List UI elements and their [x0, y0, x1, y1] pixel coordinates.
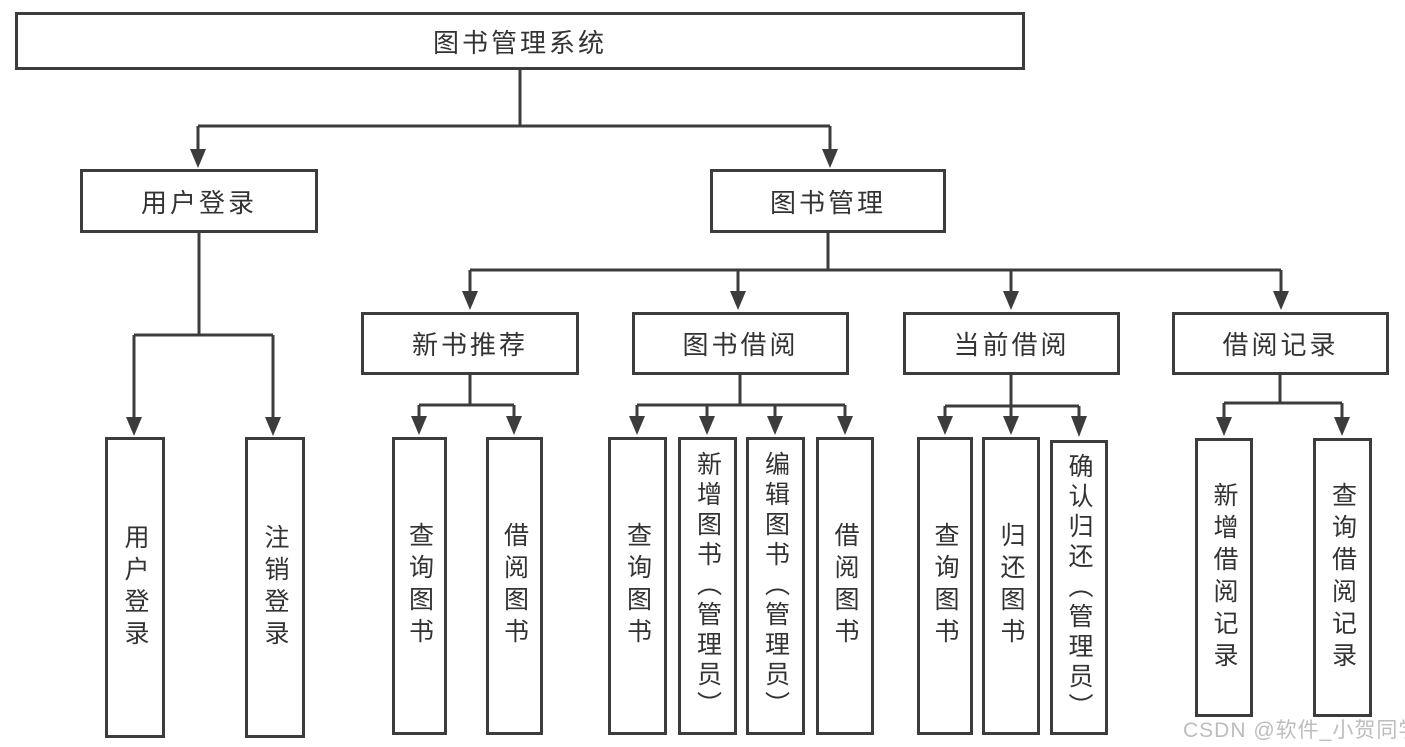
leaf-cb-query-books: 查询图书: [917, 437, 973, 735]
leaf-br-query-record: 查询借阅记录: [1313, 438, 1372, 717]
leaf-bb-add-books-admin: 新增图书（管理员）: [678, 437, 737, 735]
leaf-user-login: 用户登录: [105, 437, 165, 738]
leaf-nbr-query-books: 查询图书: [392, 437, 447, 735]
leaf-nbr-borrow-books: 借阅图书: [486, 437, 543, 735]
node-root: 图书管理系统: [15, 12, 1025, 70]
node-book-borrow: 图书借阅: [632, 312, 849, 375]
leaf-bb-borrow-books: 借阅图书: [816, 437, 874, 735]
node-user-login: 用户登录: [80, 169, 318, 233]
leaf-cb-return-books: 归还图书: [982, 437, 1040, 735]
leaf-logout-login: 注销登录: [245, 437, 305, 738]
node-borrow-records: 借阅记录: [1172, 312, 1389, 375]
leaf-bb-edit-books-admin: 编辑图书（管理员）: [746, 437, 805, 735]
leaf-bb-query-books: 查询图书: [608, 437, 667, 735]
leaf-br-add-record: 新增借阅记录: [1195, 438, 1253, 717]
node-book-management: 图书管理: [710, 169, 946, 233]
node-current-borrow: 当前借阅: [903, 312, 1120, 375]
leaf-cb-confirm-return-admin: 确认归还（管理员）: [1050, 440, 1108, 735]
watermark: CSDN @软件_小贺同学: [1183, 719, 1405, 742]
node-new-book-recommend: 新书推荐: [361, 312, 579, 375]
